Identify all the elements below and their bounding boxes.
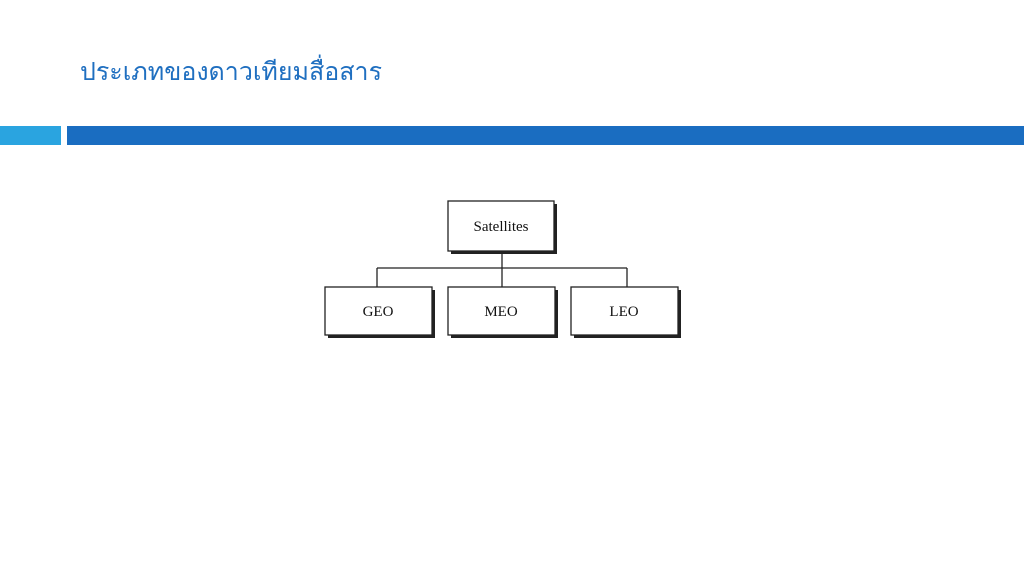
node-meo-label: MEO: [484, 304, 518, 320]
node-meo: MEO: [447, 286, 558, 338]
node-satellites-label: Satellites: [474, 219, 529, 235]
accent-bar-left: [0, 126, 61, 145]
node-geo-label: GEO: [363, 304, 394, 320]
slide-title: ประเภทของดาวเทียมสื่อสาร: [80, 57, 383, 86]
node-leo: LEO: [570, 286, 681, 338]
connector-lines: [376, 251, 628, 287]
accent-bar-main: [67, 126, 1024, 145]
node-satellites: Satellites: [447, 200, 557, 254]
node-leo-label: LEO: [609, 304, 638, 320]
node-geo: GEO: [324, 286, 435, 338]
